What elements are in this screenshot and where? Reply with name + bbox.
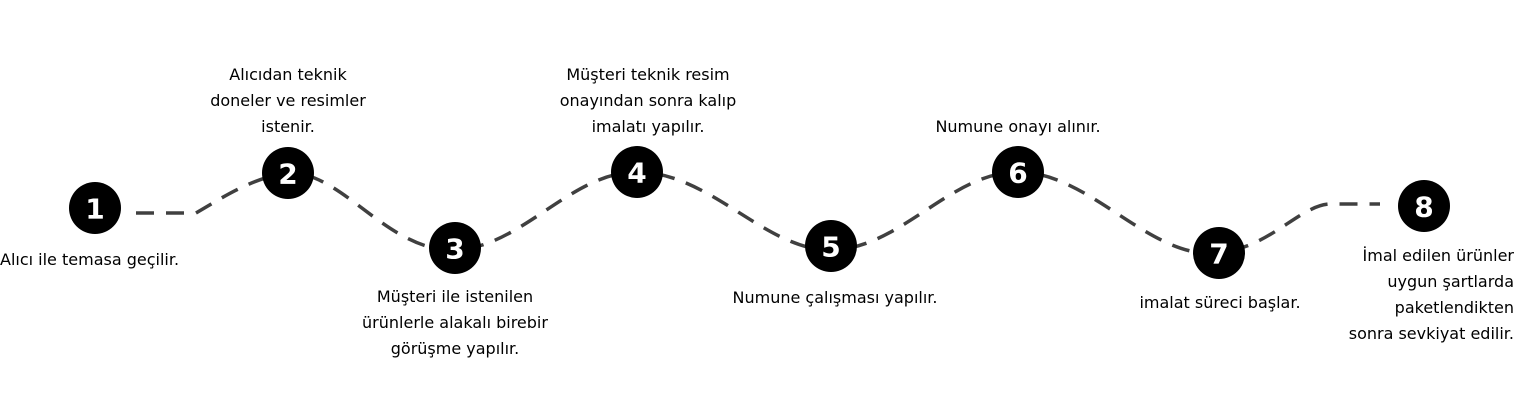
step-number: 7 (1209, 238, 1228, 271)
step-node-6: 6 (992, 146, 1044, 198)
step-number: 5 (821, 231, 840, 264)
step-node-circle (262, 147, 314, 199)
step-label-8: İmal edilen ürünler uygun şartlarda pake… (1348, 246, 1514, 343)
step-label-1: Alıcı ile temasa geçilir. (0, 250, 180, 269)
step-number: 1 (85, 193, 104, 226)
step-label-2: Alıcıdan teknik doneler ve resimler iste… (210, 65, 366, 136)
dashed-wave-path (136, 170, 1380, 255)
step-number: 2 (278, 158, 297, 191)
step-nodes: 1 2 3 4 5 6 7 8 (69, 146, 1450, 279)
step-node-3: 3 (429, 222, 481, 274)
step-label-3: Müşteri ile istenilen ürünlerle alakalı … (362, 287, 548, 358)
step-number: 4 (627, 157, 646, 190)
step-node-2: 2 (262, 147, 314, 199)
step-node-circle (992, 146, 1044, 198)
step-node-circle (1193, 227, 1245, 279)
step-node-5: 5 (805, 220, 857, 272)
step-node-circle (69, 182, 121, 234)
step-label-6: Numune onayı alınır. (935, 117, 1101, 136)
step-node-7: 7 (1193, 227, 1245, 279)
step-node-1: 1 (69, 182, 121, 234)
step-node-circle (805, 220, 857, 272)
step-label-5: Numune çalışması yapılır. (732, 288, 938, 307)
step-number: 8 (1414, 191, 1433, 224)
step-label-4: Müşteri teknik resim onayından sonra kal… (559, 65, 737, 136)
step-number: 3 (445, 233, 464, 266)
step-node-8: 8 (1398, 180, 1450, 232)
step-number: 6 (1008, 157, 1027, 190)
step-label-7: imalat süreci başlar. (1139, 293, 1301, 312)
step-node-circle (1398, 180, 1450, 232)
step-node-circle (429, 222, 481, 274)
step-node-4: 4 (611, 146, 663, 198)
step-node-circle (611, 146, 663, 198)
